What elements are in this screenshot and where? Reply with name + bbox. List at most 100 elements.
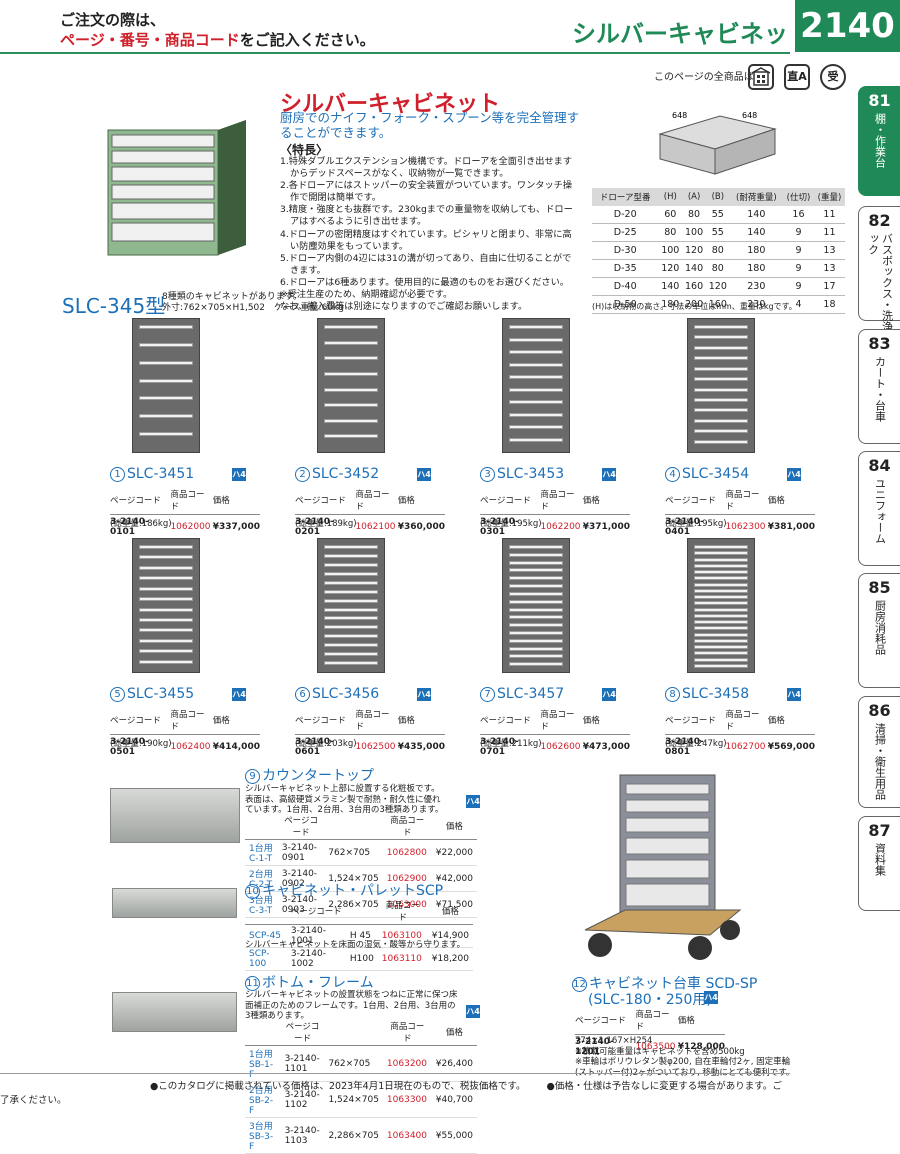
drawer bbox=[694, 607, 748, 612]
drawer bbox=[139, 576, 193, 581]
pallet-note: シルバーキャビネットを床面の湿気・酸等から守ります。 bbox=[245, 940, 466, 950]
product-weight: (総重量:195kg) bbox=[480, 519, 542, 529]
mark-badge: ハ4 bbox=[602, 688, 616, 701]
mark-badge: ハ4 bbox=[787, 688, 801, 701]
drawer bbox=[509, 412, 563, 417]
drawer bbox=[694, 601, 748, 606]
drawer bbox=[324, 562, 378, 567]
drawer bbox=[694, 663, 748, 668]
drawer bbox=[694, 576, 748, 581]
drawer bbox=[694, 651, 748, 656]
drawer bbox=[694, 632, 748, 637]
drawer bbox=[139, 617, 193, 622]
drawer bbox=[324, 387, 378, 392]
drawer bbox=[509, 387, 563, 392]
product-weight: (総重量:203kg) bbox=[295, 739, 357, 749]
drawer bbox=[694, 557, 748, 562]
header-divider bbox=[0, 52, 790, 54]
drawer bbox=[324, 643, 378, 648]
cart-subtitle: (SLC-180・250用) bbox=[588, 992, 712, 1008]
cabinet-image bbox=[687, 538, 755, 673]
drawer bbox=[509, 375, 563, 379]
drawer bbox=[509, 607, 563, 612]
drawer bbox=[139, 628, 193, 633]
drawer bbox=[324, 545, 378, 549]
drawer bbox=[694, 645, 748, 649]
mark-badge: ハ4 bbox=[602, 468, 616, 481]
drawer bbox=[139, 565, 193, 570]
drawer bbox=[139, 414, 193, 419]
drawer bbox=[509, 654, 563, 659]
drawer bbox=[509, 545, 563, 549]
drawer bbox=[694, 408, 748, 413]
direct-badge: 直A bbox=[784, 64, 810, 90]
drawer bbox=[509, 325, 563, 329]
product-weight: (総重量:189kg) bbox=[295, 519, 357, 529]
drawer bbox=[694, 397, 748, 402]
drawer bbox=[324, 403, 378, 408]
drawer bbox=[694, 595, 748, 599]
product-weight: (総重量:247kg) bbox=[665, 739, 727, 749]
drawer bbox=[139, 638, 193, 643]
drawer bbox=[509, 560, 563, 565]
series-name: SLC-345型 bbox=[62, 294, 166, 318]
feature-item: 1.特殊ダブルエクステンション機構です。ドローアを全面引き出せますからデッドスペ… bbox=[280, 156, 573, 180]
drawer bbox=[139, 586, 193, 591]
intro-title: シルバーキャビネット bbox=[280, 92, 501, 117]
all-items-label: このページの全商品は bbox=[654, 72, 754, 83]
drawer bbox=[324, 553, 378, 558]
drawer bbox=[509, 437, 563, 442]
drawer bbox=[694, 439, 748, 444]
drawer bbox=[509, 638, 563, 643]
drawer bbox=[509, 568, 563, 573]
drawer bbox=[324, 340, 378, 345]
drawer bbox=[509, 400, 563, 404]
drawer bbox=[694, 582, 748, 587]
drawer bbox=[139, 396, 193, 401]
drawer bbox=[509, 552, 563, 557]
drawer bbox=[324, 652, 378, 657]
drawer bbox=[694, 345, 748, 350]
drawer bbox=[324, 571, 378, 576]
drawer bbox=[324, 371, 378, 376]
series-description: 8種類のキャビネットがあります。 外寸:762×705×H1,502 ケース重量… bbox=[162, 292, 344, 313]
drawer bbox=[509, 662, 563, 667]
cart-notes: 774×1,167×H254※積載可能重量はキャビネットを含め500kg ※車輪… bbox=[575, 1036, 795, 1078]
mark-badge: ハ4 bbox=[417, 468, 431, 481]
spec-header-cell: (H) bbox=[658, 188, 683, 206]
drawer bbox=[324, 607, 378, 612]
drawer bbox=[139, 360, 193, 365]
intro-lead: 厨房でのナイフ・フォーク・スプーン等を完全管理することができます。 bbox=[280, 110, 580, 140]
drawer bbox=[694, 429, 748, 434]
drawer bbox=[694, 657, 748, 662]
spec-header-cell: ドローア型番 bbox=[592, 188, 659, 206]
mark-badge: ハ4 bbox=[704, 991, 718, 1004]
drawer bbox=[139, 545, 193, 549]
spec-note: (H)は収納物の高さ。寸法の単位はmm、重量はkgです。 bbox=[592, 302, 797, 311]
product-weight: (総重量:190kg) bbox=[110, 739, 172, 749]
drawer bbox=[324, 589, 378, 594]
drawer bbox=[324, 325, 378, 329]
page-number: 2140 bbox=[795, 0, 900, 52]
